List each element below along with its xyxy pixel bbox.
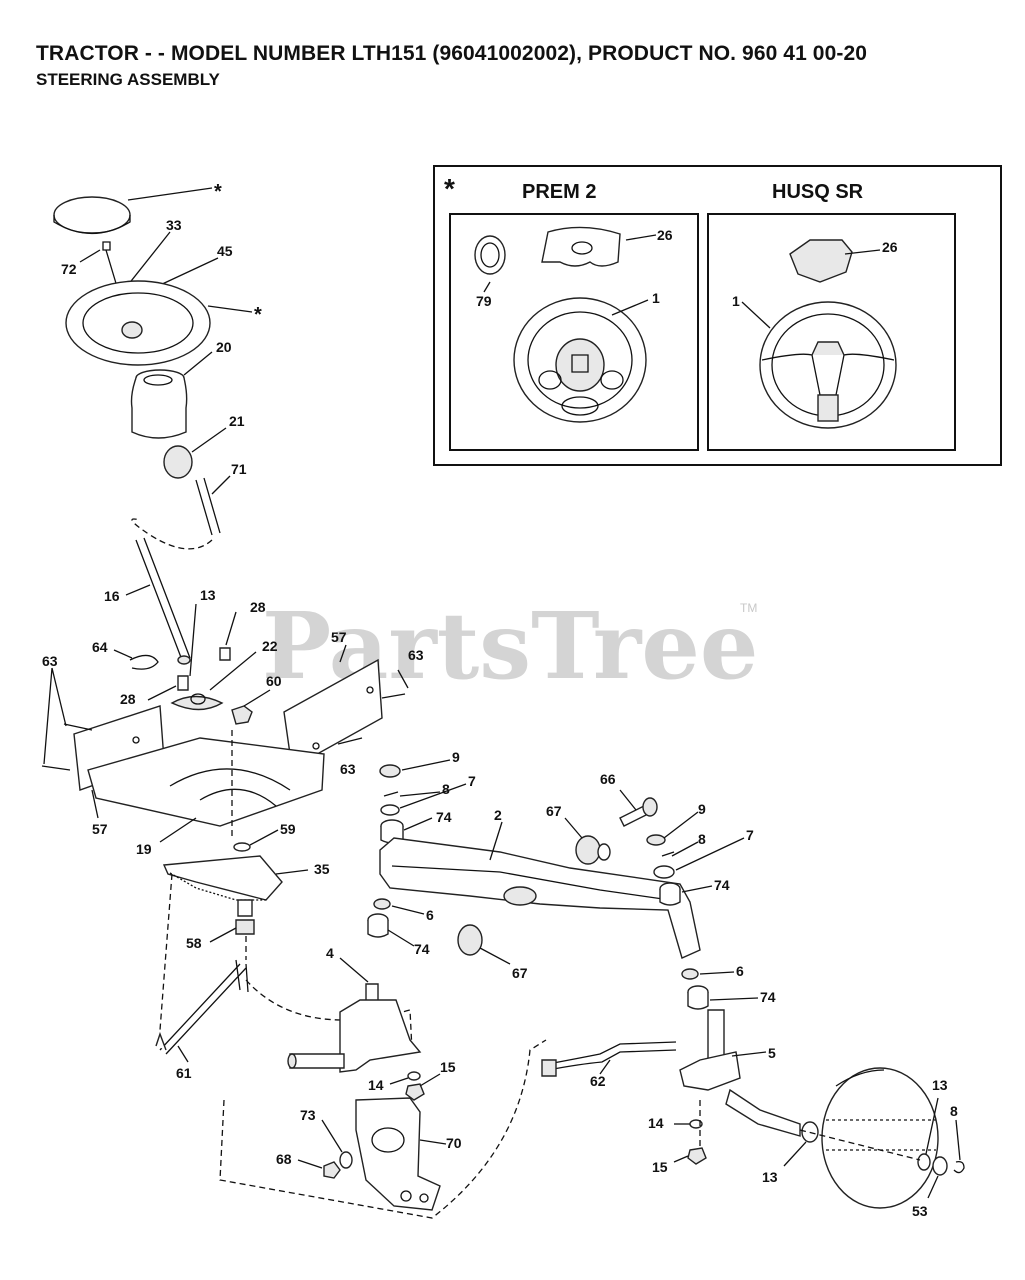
callout-58: 58 (186, 935, 202, 951)
inset-asterisk: * (444, 173, 455, 204)
callout-22: 22 (262, 638, 278, 654)
steering-shaft-group (41, 537, 409, 843)
callout-28-lower: 28 (120, 691, 136, 707)
callout-6-left: 6 (426, 907, 434, 923)
callout-60: 60 (266, 673, 282, 689)
callout-57-left: 57 (92, 821, 108, 837)
callout-2: 2 (494, 807, 502, 823)
callout-26-prem2: 26 (657, 227, 673, 243)
callout-16: 16 (104, 588, 120, 604)
callout-14-left: 14 (368, 1077, 384, 1093)
page-subtitle: STEERING ASSEMBLY (36, 70, 220, 89)
callout-73: 73 (300, 1107, 316, 1123)
callout-67-upper: 67 (546, 803, 562, 819)
callout-20: 20 (216, 339, 232, 355)
sector-gear-group (155, 829, 413, 1063)
callout-19: 19 (136, 841, 152, 857)
callout-1-prem2: 1 (652, 290, 660, 306)
callout-star-wheel: * (254, 304, 262, 326)
front-axle-group (367, 759, 759, 1010)
callout-33: 33 (166, 217, 182, 233)
callout-68: 68 (276, 1151, 292, 1167)
callout-63-middle: 63 (340, 761, 356, 777)
callout-64: 64 (92, 639, 108, 655)
callout-62: 62 (590, 1073, 606, 1089)
callout-13-washer: 13 (762, 1169, 778, 1185)
callout-63-left: 63 (42, 653, 58, 669)
callout-8-left: 8 (442, 781, 450, 797)
callout-67-lower: 67 (512, 965, 528, 981)
callout-26-husq: 26 (882, 239, 898, 255)
center-cap-part (789, 239, 853, 283)
callout-star-cap: * (214, 181, 222, 203)
callout-71: 71 (231, 461, 247, 477)
callout-15-left: 15 (440, 1059, 456, 1075)
callout-5: 5 (768, 1045, 776, 1061)
callout-45: 45 (217, 243, 233, 259)
hub-cover-part (541, 226, 621, 267)
callout-35: 35 (314, 861, 330, 877)
callout-9-right: 9 (698, 801, 706, 817)
callout-7-right: 7 (746, 827, 754, 843)
callout-70: 70 (446, 1135, 462, 1151)
callout-8-right: 8 (698, 831, 706, 847)
callout-1-husq: 1 (732, 293, 740, 309)
callout-72: 72 (61, 261, 77, 277)
panel-husq-sr (707, 213, 956, 451)
callout-13-shaft: 13 (200, 587, 216, 603)
steering-wheel-stack (53, 187, 253, 550)
page-title: TRACTOR - - MODEL NUMBER LTH151 (9604100… (36, 42, 868, 65)
callout-66: 66 (600, 771, 616, 787)
variant-label-prem2: PREM 2 (522, 181, 596, 203)
steering-wheel-prem2 (513, 297, 647, 423)
callout-63-right: 63 (408, 647, 424, 663)
callout-74-upper-right: 74 (714, 877, 730, 893)
callout-28-upper: 28 (250, 599, 266, 615)
watermark-tm: TM (740, 601, 757, 615)
callout-15-right: 15 (652, 1159, 668, 1175)
callout-9-left: 9 (452, 749, 460, 765)
callout-74-lower-left: 74 (414, 941, 430, 957)
callout-79: 79 (476, 293, 492, 309)
callout-7-left: 7 (468, 773, 476, 789)
steering-wheel-husq-sr (759, 301, 897, 429)
callout-61: 61 (176, 1065, 192, 1081)
callout-57-right: 57 (331, 629, 347, 645)
variant-label-husq-sr: HUSQ SR (772, 181, 864, 203)
callout-6-right: 6 (736, 963, 744, 979)
callout-8-outer: 8 (950, 1103, 958, 1119)
panel-prem2 (449, 213, 699, 451)
spindle-wheel-group (219, 957, 965, 1219)
callout-21: 21 (229, 413, 245, 429)
callout-14-right: 14 (648, 1115, 664, 1131)
callout-53: 53 (912, 1203, 928, 1219)
callout-59: 59 (280, 821, 296, 837)
variant-inset: * PREM 2 HUSQ SR (433, 165, 1002, 466)
callout-74-lower-right: 74 (760, 989, 776, 1005)
emblem-part (474, 235, 506, 275)
callout-13-outer: 13 (932, 1077, 948, 1093)
callout-4: 4 (326, 945, 334, 961)
callout-74-upper-left: 74 (436, 809, 452, 825)
